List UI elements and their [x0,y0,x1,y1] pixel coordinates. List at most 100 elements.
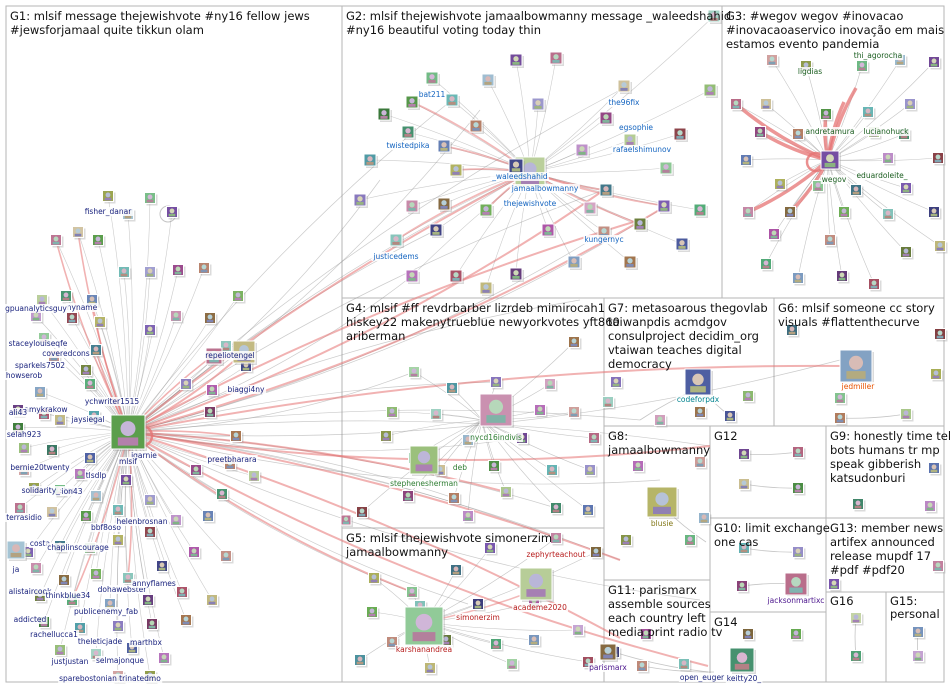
node-jacksonmartixc [784,572,809,597]
title-g14: G14 [714,615,738,629]
node-label-g3: andretamura [806,127,855,136]
label-backdrop [675,395,721,404]
node-g1 [172,264,186,278]
edge-g3 [745,158,829,161]
edge-g1 [97,239,129,433]
node-g5 [406,586,420,600]
node-label-g10: jacksonmartixc [767,596,825,605]
node-g4 [546,464,560,478]
node-g5 [506,658,520,672]
node-g5 [572,624,586,638]
node-g1 [60,290,74,304]
node-g9 [852,498,866,512]
edge-g12 [743,451,799,455]
title-g6-line2: visuals #flattenthecurve [778,315,920,329]
node-g3 [760,258,774,272]
label-backdrop [839,382,877,391]
node-label-g7: codeforpdx [677,395,720,404]
node-g1 [204,312,218,326]
edge-cross [127,89,621,433]
title-g15-line1: G15: [890,594,917,608]
node-label-g1: solidarity_star [22,486,76,495]
label-backdrop [9,463,72,472]
title-g2-line2: #ny16 beautiful voting today thin [346,23,541,37]
node-blusie [646,486,679,519]
node-g4 [568,406,582,420]
node-g6 [934,328,948,342]
node-g3 [882,152,896,166]
node-g13 [828,578,842,592]
label-backdrop [115,517,169,526]
node-label-g14: keitty20_ [727,674,762,683]
edge-g5 [423,551,597,623]
node-g1 [146,618,160,632]
edge-g3 [771,59,829,161]
node-label-g1: sparebostonian [59,674,117,683]
edge-strong [127,364,846,433]
title-g10-line1: G10: limit exchange [714,521,830,535]
node-g6 [834,392,848,406]
node-g2 [405,269,420,284]
title-g4: G4: mlsif #ff revdrbarber lizrdeb mimiro… [346,301,620,343]
label-backdrop [725,674,763,683]
title-g7-line1: G7: metasoarous thegovlab [608,301,768,315]
node-g12 [792,446,806,460]
node-g5 [490,638,504,652]
node-label-g1: mlsif [119,457,137,466]
node-hub-wegov [820,150,841,171]
label-backdrop [29,630,80,639]
title-g7-line2: taiwanpdis acmdgov [608,315,727,329]
node-g4 [588,432,602,446]
edge-g4 [385,419,483,437]
node-g7 [602,396,616,410]
node-g1 [144,324,158,338]
node-g3 [740,154,754,168]
title-g12: G12 [714,429,738,443]
node-label-g1: biaggi4ny [227,385,265,394]
node-g2 [469,119,484,134]
node-g1 [90,490,104,504]
node-g2 [673,127,688,142]
node-g3 [838,206,852,220]
edge-strong-g3 [826,87,858,161]
edge-g9 [839,413,907,419]
node-label-g1: addicted [14,615,47,624]
node-g4 [386,406,400,420]
panel-g15 [885,591,945,683]
edge-g3 [827,65,863,161]
edge-g2 [529,89,711,173]
node-g4 [430,408,444,422]
node-g9 [900,408,914,422]
node-label-g11: parismarx [589,663,627,672]
node-g2 [353,193,368,208]
label-backdrop [117,457,139,466]
node-label-g1: rachellucca1 [30,630,78,639]
edge-g11 [641,665,715,673]
label-backdrop [509,184,580,193]
node-g2 [541,223,556,238]
label-backdrop [49,657,90,666]
node-label-g1: ali43 [9,408,28,417]
node-g2 [599,111,614,126]
node-label-g1: alistaircook [9,587,53,596]
title-g10-line2: one cas [714,535,758,549]
title-g9-line1: G9: honestly time tell [830,429,950,443]
node-g8 [698,512,712,526]
node-g4 [490,376,504,390]
title-g7-line4: vtaiwan teaches digital [608,343,742,357]
edge-cross [127,299,581,433]
node-g1 [72,226,86,240]
node-g3 [760,98,774,112]
node-nycd16indivis [479,393,514,428]
edge-g4 [453,419,483,499]
title-g13-line2: artifex announced [830,535,935,549]
label-backdrop [607,98,642,107]
label-backdrop [862,127,911,136]
node-g1 [202,510,216,524]
node-g5 [368,572,382,586]
edge-strong [127,219,641,433]
node-label-g2: thejewishvote [504,199,557,208]
node-label-g1: theleticjade [78,637,123,646]
title-g7-line3: consulproject decidim_org [608,329,759,343]
node-g2 [693,203,708,218]
